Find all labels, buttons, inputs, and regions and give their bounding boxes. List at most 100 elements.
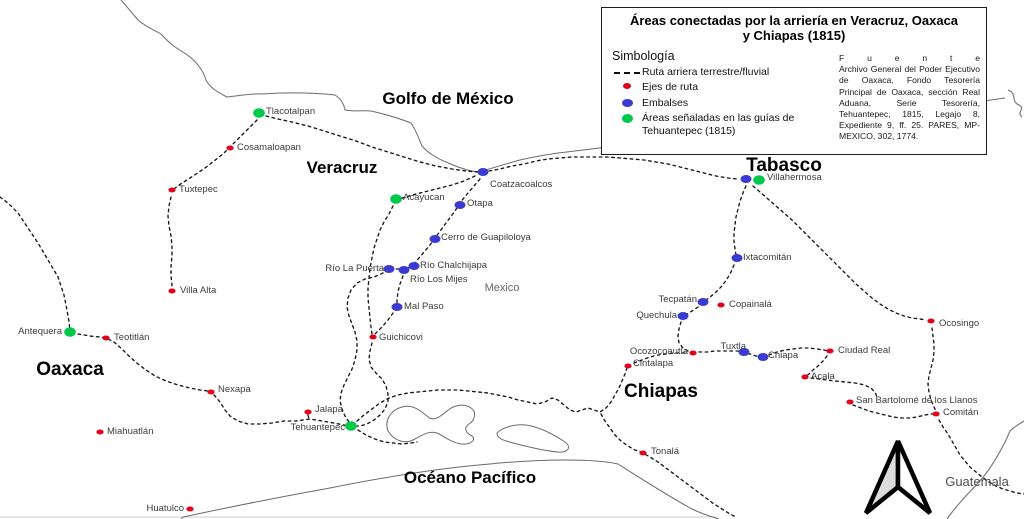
place-label: Tlacotalpan [266,106,315,117]
place-label: Tuxtla [720,341,746,352]
place-dot-cintalapa [624,363,632,369]
place-dot-villa-alta [168,288,176,294]
place-label: Chiapa [768,350,799,361]
arriera-route [752,185,927,321]
green-dot-icon [621,114,633,124]
legend-item-route: Ruta arriera terrestre/fluvial [612,66,986,79]
legend-box: Áreas conectadas por la arriería en Vera… [601,7,987,155]
place-label: Tuxtepec [179,184,218,195]
country-border [1007,89,1023,118]
place-dot-chiapa [757,353,769,361]
place-label: Guichicovi [379,332,423,343]
place-label: Tonalá [651,446,680,457]
place-label: Tehuantepec [291,422,346,433]
region-label: Golfo de México [382,89,513,108]
place-dot-ciudad-real [826,348,834,354]
place-dot-mal-paso [391,303,403,311]
region-label: Guatemala [945,474,1009,489]
legend-item-label: Ruta arriera terrestre/fluvial [642,65,770,78]
arriera-route [356,367,628,422]
arriera-route [488,156,739,180]
legend-item-embalses: Embalses [612,97,986,110]
place-label: Río Chalchijapa [420,260,488,271]
arriera-route [213,394,352,427]
place-dot-villahermosa [753,175,765,185]
place-dot-jalapa [304,409,312,415]
place-label: San Bartolomé de los Llanos [856,395,978,406]
place-label: Huatulco [147,503,185,514]
place-label: Acayucan [403,192,445,203]
arriera-route [852,404,933,419]
place-dot-comit-n [932,411,940,417]
arriera-route [938,419,1024,495]
place-dot-tonal- [639,450,647,456]
source-heading: F u e n t e [839,53,980,63]
place-dot-cosamaloapan [226,145,234,151]
arriera-route [414,178,481,264]
place-label: Teotitlán [114,332,149,343]
red-dot-icon [623,83,631,90]
arriera-route [686,306,699,315]
place-label: Miahuatlán [107,426,153,437]
place-dot-r-o-los-mijes [398,266,410,274]
region-label: Océano Pacífico [404,468,536,487]
arriera-route [805,355,828,377]
place-label: Cintalapa [633,358,674,369]
place-dot-tuxtepec [168,187,176,193]
place-label: Río Los Mijes [410,274,468,285]
place-dot-r-o-chalchijapa [408,262,420,270]
place-label: Comitán [943,407,978,418]
arriera-route [373,312,394,336]
place-dot-quechula [677,312,689,320]
place-dot-tecpat-n [697,298,709,306]
place-dot-ocozocoautla [689,350,697,356]
legend-item-ejes: Ejes de ruta [612,81,986,94]
place-label: Coatzacoalcos [490,179,553,190]
arriera-route [927,327,937,412]
source-note: F u e n t e Archivo General del Poder Ej… [839,53,980,142]
place-label: Ocosingo [939,318,979,329]
arriera-route [810,377,878,400]
arriera-route [0,196,71,331]
legend-item-label: Áreas señaladas en las guías de Tehuante… [642,112,795,138]
legend-subtitle: Simbología [612,48,675,63]
place-dot-otapa [454,201,466,209]
place-label: Ciudad Real [838,345,890,356]
place-label: Ixtacomitán [743,252,792,263]
arriera-route [339,272,384,426]
arriera-route [398,175,476,200]
arriera-route [367,205,394,335]
arriera-route [357,429,418,445]
place-label: Villahermosa [767,172,822,183]
place-label: Acala [811,371,835,382]
place-dot-teotitl-n [102,335,110,341]
place-dot-acayucan [390,194,402,204]
north-arrow-icon [863,440,901,515]
arriera-route [733,185,747,256]
place-dot-coatzacoalcos [477,168,489,176]
place-dot-tehuantepec [345,421,357,431]
blue-dot-icon [621,98,633,107]
legend-item-label: Ejes de ruta [642,81,699,94]
place-dot-cerro-de-guapiloloya [429,235,441,243]
place-label: Tecpatán [658,294,697,305]
place-dot-ocosingo [927,318,935,324]
place-label: Otapa [467,198,494,209]
country-border [946,420,1024,519]
region-label: Tabasco [746,155,822,176]
arriera-route [265,115,479,173]
place-label: Río La Puerta [325,263,384,274]
place-dot-acala [801,374,809,380]
legend-item-label: Embalses [642,96,689,109]
arriera-route [167,196,173,291]
region-label: Mexico [485,282,520,294]
lagoon-outline [496,424,569,453]
place-dot-guichicovi [369,334,377,340]
place-label: Cerro de Guapiloloya [441,232,531,243]
source-text: Archivo General del Poder Ejecutivo de O… [839,64,980,142]
place-dot-huatulco [186,506,194,512]
map-title: Áreas conectadas por la arriería en Vera… [629,13,959,44]
arriera-route [173,119,258,190]
